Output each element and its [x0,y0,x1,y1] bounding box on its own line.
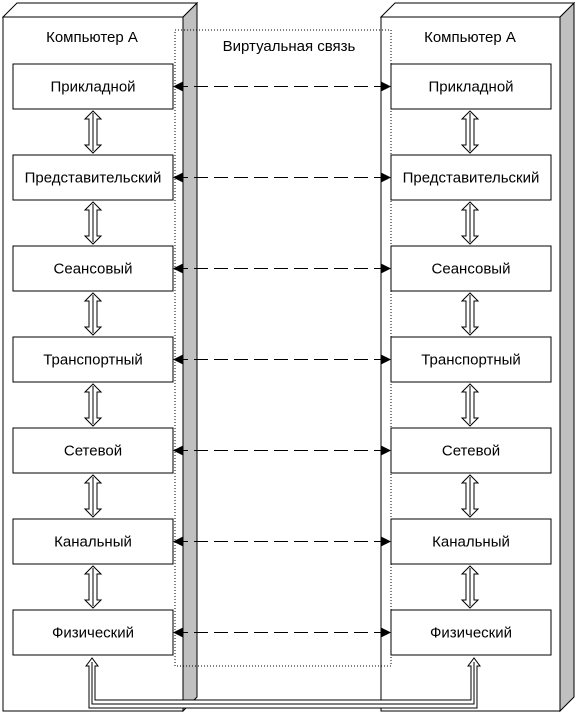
layer-label: Сеансовый [432,261,511,278]
layer-box [390,518,552,565]
layer-left-6: Физический [12,609,174,656]
layer-label: Транспортный [43,352,143,369]
layer-box [12,609,174,656]
layer-label: Физический [52,625,134,642]
layer-label: Сетевой [64,443,122,460]
physical-medium [85,657,481,709]
layer-label: Канальный [432,534,510,551]
virtual-link-region: Виртуальная связь [174,29,392,667]
physical-medium-outer [85,657,481,709]
layer-box [12,245,174,292]
layer-box [12,154,174,201]
layer-label: Прикладной [50,79,135,96]
layer-box [390,63,552,110]
layer-right-6: Физический [390,609,552,656]
layer-left-0: Прикладной [12,63,174,110]
layer-left-3: Транспортный [12,336,174,383]
layers-right: ПрикладнойПредставительскийСеансовыйТран… [390,63,552,656]
layer-label: Представительский [25,170,162,187]
layer-left-2: Сеансовый [12,245,174,292]
layer-box [12,427,174,474]
layer-label: Физический [430,625,512,642]
virtual-link-label: Виртуальная связь [223,38,356,55]
layer-label: Транспортный [421,352,521,369]
computer-right-shadow-side [559,1,575,713]
layer-box [12,518,174,565]
layer-box [12,63,174,110]
layer-right-4: Сетевой [390,427,552,474]
layer-box [390,609,552,656]
layer-label: Прикладной [428,79,513,96]
layer-box [390,427,552,474]
layer-left-5: Канальный [12,518,174,565]
computer-right-title: Компьютер А [424,29,516,46]
virtual-link-frame [174,29,392,667]
layer-left-1: Представительский [12,154,174,201]
layer-label: Канальный [54,534,132,551]
virtual-link-label-bg [212,34,366,56]
layer-left-4: Сетевой [12,427,174,474]
physical-medium-inner [91,662,475,705]
layer-right-2: Сеансовый [390,245,552,292]
layer-right-1: Представительский [390,154,552,201]
computer-right-top-face [379,2,576,18]
computer-left-title: Компьютер А [46,29,138,46]
layer-label: Сеансовый [54,261,133,278]
layers-left: ПрикладнойПредставительскийСеансовыйТран… [12,63,174,656]
peer-links [173,81,391,638]
computer-left-top-face [1,2,199,18]
layer-box [390,336,552,383]
vertical-links [83,110,480,609]
layer-box [390,154,552,201]
layer-right-0: Прикладной [390,63,552,110]
layer-label: Сетевой [442,443,500,460]
computer-left-shadow-side [182,1,198,713]
layer-box [390,245,552,292]
layer-right-5: Канальный [390,518,552,565]
layer-label: Представительский [403,170,540,187]
layer-right-3: Транспортный [390,336,552,383]
